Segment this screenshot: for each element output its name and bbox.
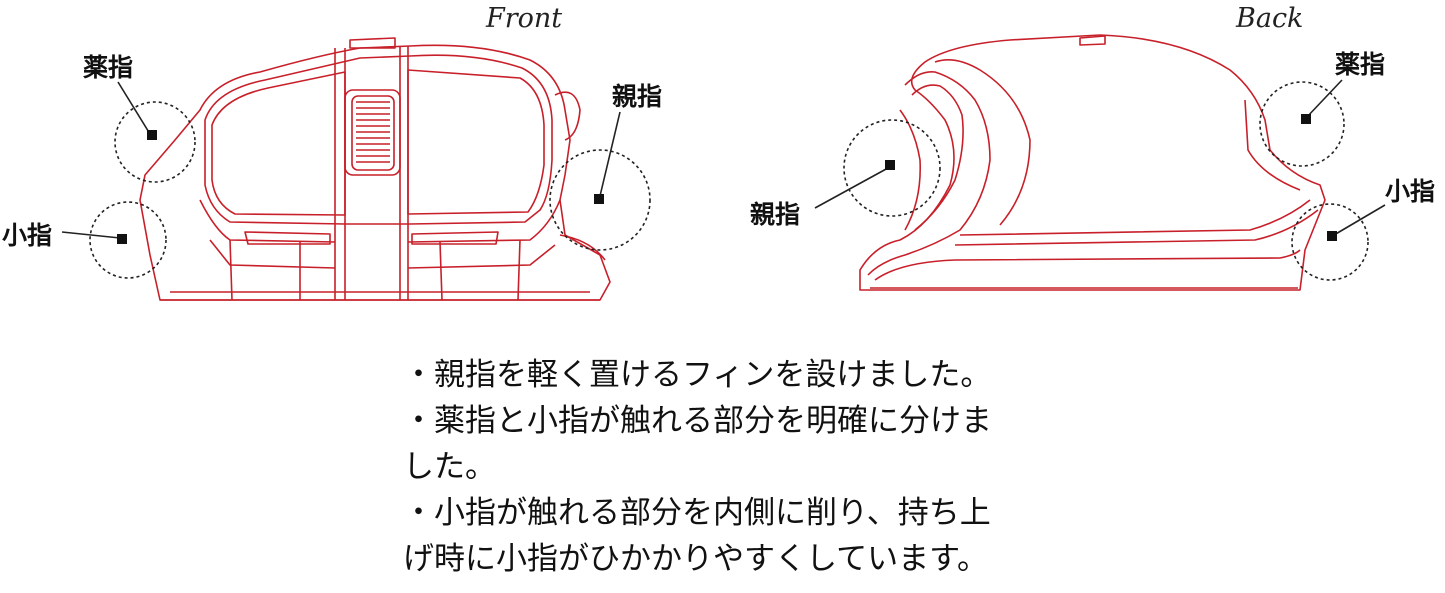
feature-description: ・親指を軽く置けるフィンを設けました。 ・薬指と小指が触れる部分を明確に分けま …: [403, 352, 1103, 582]
description-line: げ時に小指がひかかりやすくしています。: [403, 541, 988, 577]
back-pinky-zone: [1291, 203, 1369, 281]
description-line: ・小指が触れる部分を内側に削り、持ち上: [403, 495, 991, 531]
back-ring-leader: [1305, 79, 1343, 119]
front-thumb-zone: [549, 149, 651, 251]
front-pinky-leader: [61, 231, 121, 239]
description-line: した。: [403, 449, 496, 485]
callouts: [61, 79, 1386, 281]
description-line: ・薬指と小指が触れる部分を明確に分けま: [403, 403, 992, 439]
description-line: ・親指を軽く置けるフィンを設けました。: [403, 357, 992, 393]
front-thumb-label: 親指: [612, 82, 663, 111]
back-thumb-zone: [843, 119, 941, 217]
back-view-title: Back: [1236, 3, 1304, 34]
back-thumb-leader: [814, 167, 889, 209]
back-mouse-outline: [859, 34, 1326, 291]
callout-markers: [117, 114, 1337, 244]
back-thumb-label: 親指: [750, 200, 801, 229]
back-pinky-label: 小指: [1385, 177, 1436, 206]
front-ring-zone: [114, 101, 196, 183]
front-mouse-outline: [139, 37, 611, 301]
front-pinky-label: 小指: [2, 221, 53, 250]
back-ring-finger-label: 薬指: [1335, 50, 1386, 79]
front-view-title: Front: [486, 3, 563, 34]
back-pinky-leader: [1333, 204, 1386, 236]
front-pinky-zone: [89, 201, 167, 279]
back-ring-zone: [1259, 81, 1345, 167]
front-thumb-leader: [599, 111, 621, 197]
front-ring-finger-label: 薬指: [83, 53, 134, 82]
front-ring-leader: [117, 81, 151, 135]
